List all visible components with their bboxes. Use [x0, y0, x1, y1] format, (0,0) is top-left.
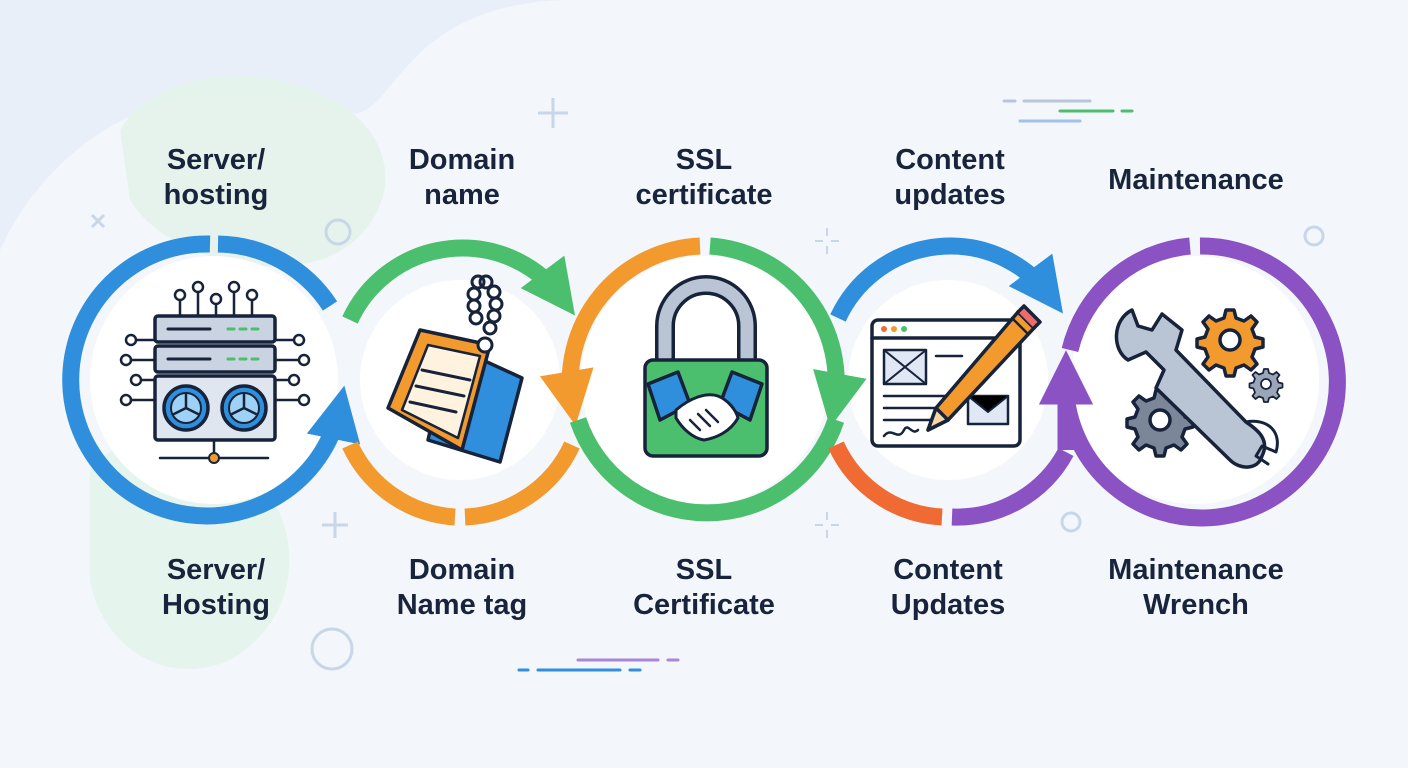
server-rack-icon [119, 280, 311, 464]
ring-2-arc-green [342, 239, 576, 324]
domain-tag-icon [386, 274, 524, 464]
ring-1-arc-blue [62, 235, 361, 525]
ring-2-arc-orange-right [464, 441, 580, 526]
ring-2-arc-orange-left [342, 441, 456, 526]
step-1-caption: Server/Hosting [162, 554, 270, 621]
step-1-title: Server/hosting [163, 144, 269, 211]
ring-4-arc-orange [828, 441, 943, 526]
step-5-title: Maintenance [1108, 164, 1284, 196]
wrench-gears-icon [1114, 308, 1284, 469]
ring-5-arc-purple-right [1057, 237, 1346, 527]
ring-3-arc-green-bottom [569, 417, 845, 522]
ring-3-arc-orange [539, 237, 701, 426]
ring-3-arc-green [709, 237, 867, 428]
ring-4-arc-blue [830, 237, 1064, 322]
ring-4-arc-purple [951, 447, 1074, 526]
content-edit-icon [870, 304, 1042, 448]
ring-1-arc-blue-top [217, 235, 338, 311]
padlock-handshake-icon [643, 275, 769, 458]
ring-5-arc-purple-left [1061, 237, 1191, 353]
cycle-rings [62, 235, 1346, 527]
